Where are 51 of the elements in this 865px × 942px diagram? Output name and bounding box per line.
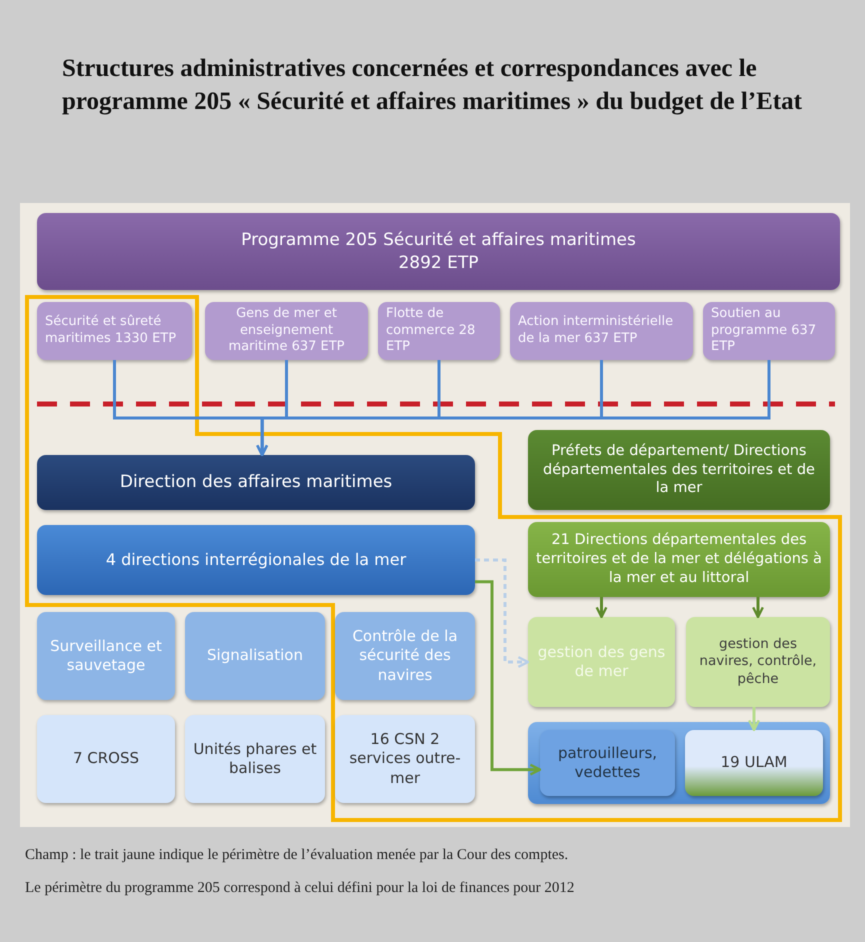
box-label: Action interministérielle de la mer 637 ETP [518, 314, 674, 348]
box-label: 19 ULAM [720, 753, 788, 773]
process-box [528, 617, 675, 707]
process-box [378, 302, 500, 360]
process-box [185, 715, 325, 803]
arrow [752, 597, 764, 618]
caption: Champ : le trait jaune indique le périmètre de l’évaluation menée par la Cour des comptes. [25, 846, 570, 865]
process-box [37, 525, 475, 595]
title: Structures administratives concernées et correspondances avec le programme 205 « Sécurité et affaires maritimes » du budget de l’Etat [62, 54, 803, 117]
box-label: 21 Directions départementales des territoires et de la mer et délégations à la mer et au littoral [536, 531, 822, 588]
process-box [528, 522, 830, 597]
box-label: patrouilleurs, vedettes [556, 744, 658, 782]
box-label: Unités phares et balises [193, 740, 317, 778]
box-label: Contrôle de la sécurité des navires [351, 626, 459, 686]
box-label: Flotte de commerce 28 ETP [386, 306, 476, 356]
process-box [335, 715, 475, 803]
process-box [528, 430, 830, 510]
box-label: Gens de mer et enseignement maritime 637 ETP [227, 306, 346, 356]
box-label: 16 CSN 2 services outre-mer [348, 730, 462, 788]
box-label: Programme 205 Sécurité et affaires maritimes [241, 229, 636, 252]
process-box [510, 302, 693, 360]
process-box [37, 302, 192, 360]
box-label: 2892 ETP [398, 252, 479, 274]
arrow [256, 360, 770, 456]
process-box [185, 612, 325, 700]
box-label: Sécurité et sûreté maritimes 1330 ETP [45, 314, 178, 348]
arrow [596, 597, 608, 618]
process-box [37, 612, 175, 700]
box-label: Soutien au programme 637 ETP [711, 306, 818, 356]
process-box [205, 302, 368, 360]
arrow [475, 580, 542, 776]
arrow [748, 707, 760, 732]
box-label: 7 CROSS [72, 749, 140, 769]
note: Le périmètre du programme 205 correspond à celui défini pour la loi de finances pour 2012 [25, 879, 576, 898]
process-box [37, 715, 175, 803]
box-label: Préfets de département/ Directions départementales des territoires et de la mer [542, 442, 816, 498]
box-label: gestion des navires, contrôle, pêche [698, 636, 818, 688]
process-box [540, 730, 675, 796]
process-box [703, 302, 835, 360]
box-label: Signalisation [207, 646, 303, 666]
process-box [685, 730, 823, 796]
box-label: 4 directions interrégionales de la mer [106, 550, 406, 570]
process-box [335, 612, 475, 700]
box-label: Direction des affaires maritimes [120, 471, 392, 494]
process-box [686, 617, 830, 707]
box-label: gestion des gens de mer [536, 642, 666, 682]
arrow [475, 558, 530, 668]
box-label: Surveillance et sauvetage [49, 636, 163, 676]
process-box [37, 455, 475, 510]
process-box [37, 213, 840, 290]
group-panel [528, 722, 830, 804]
